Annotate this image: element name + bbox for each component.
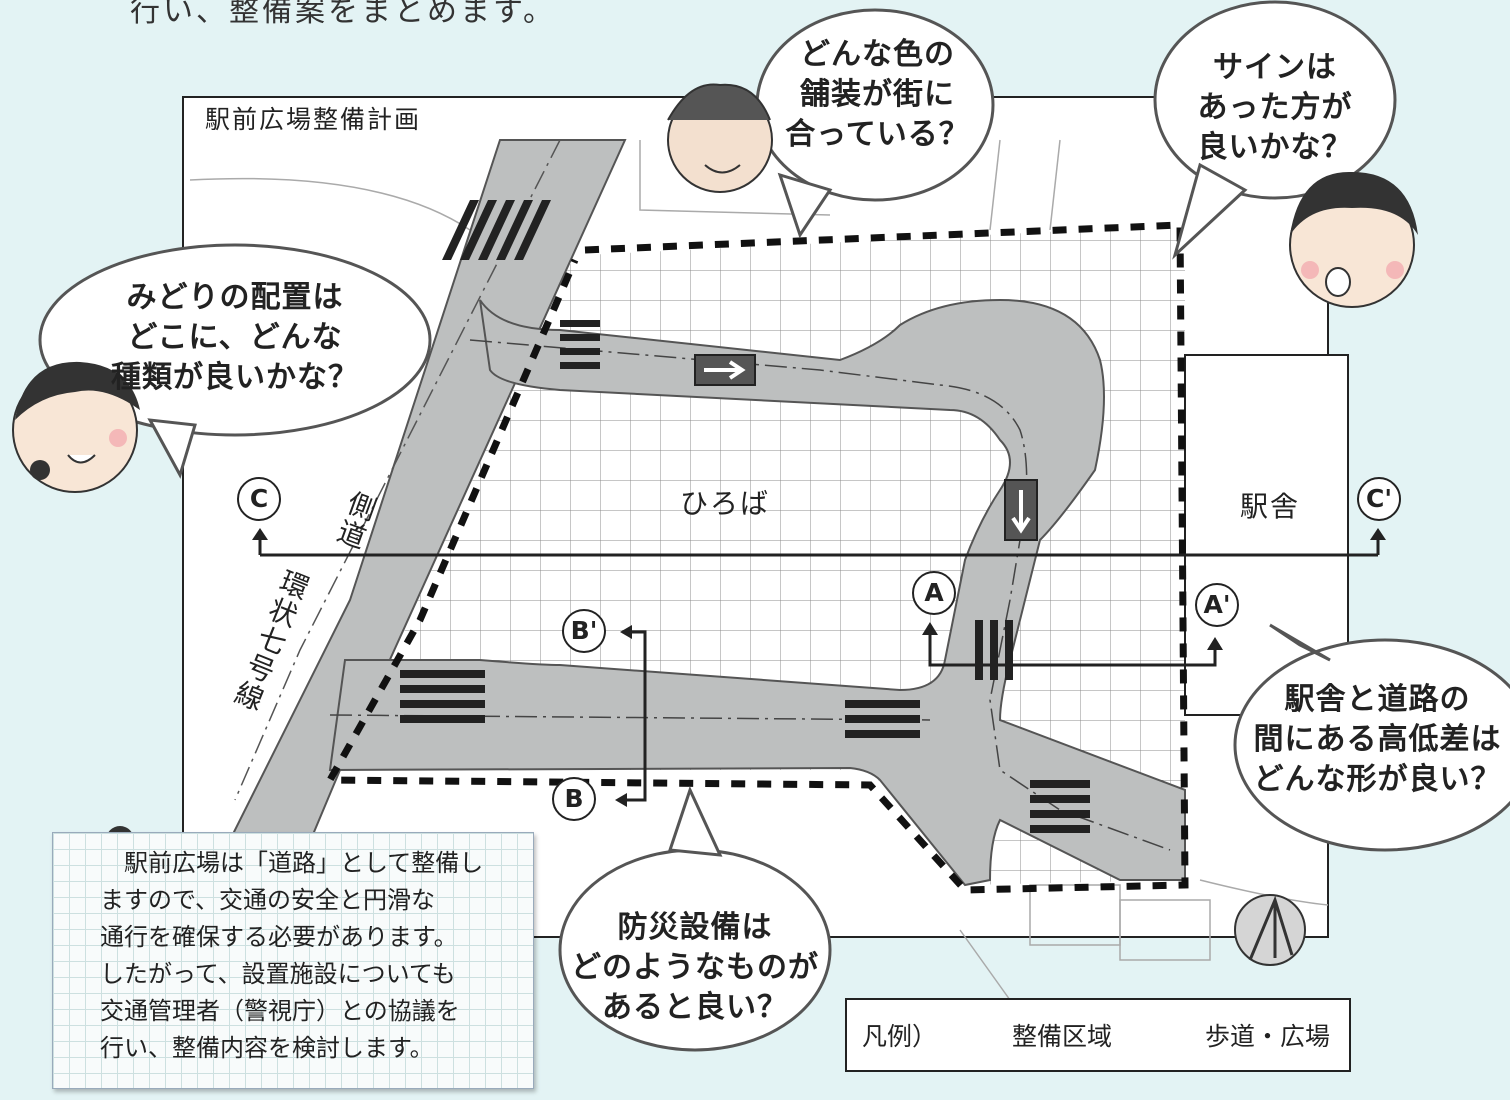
bubble-green-question: みどりの配置は どこに、どんな 種類が良いかな？ [65, 278, 405, 398]
note-line: したがって、設置施設についても [100, 960, 456, 988]
legend-area-label: 整備区域 [1012, 1022, 1113, 1051]
bubble-line: どこに、どんな [127, 320, 343, 355]
bubble-line: どんな色の [800, 37, 955, 72]
bubble-line: あった方が [1197, 90, 1353, 125]
bubble-color-question: どんな色の 舗装が街に 合っている？ [765, 35, 990, 155]
bubble-line: 防災設備は [617, 910, 773, 945]
note-line: 駅前広場は「道路」として整備し [100, 849, 484, 877]
legend-walkway-label: 歩道・広場 [1205, 1022, 1331, 1051]
arrow-down-icon [1004, 479, 1038, 541]
arrow-right-icon [694, 354, 756, 386]
bubble-line: 合っている？ [785, 117, 970, 152]
note-line: ますので、交通の安全と円滑な [100, 886, 436, 914]
legend-prefix: 凡例） [862, 1022, 938, 1051]
project-area-boundary [324, 221, 1189, 894]
note-card [52, 832, 534, 1089]
bubble-line: 間にある高低差は [1253, 722, 1502, 757]
crosswalks [400, 200, 1090, 833]
bubble-line: あると良い？ [602, 990, 788, 1025]
bubble-line: どんな形が良い？ [1253, 762, 1502, 797]
marker-b: B [552, 777, 596, 821]
intro-text: 行い、整備案をまとめます。 [130, 0, 556, 29]
section-line-b [625, 630, 647, 802]
map-title: 駅前広場整備計画 [205, 105, 422, 134]
legend [845, 998, 1351, 1072]
marker-b-prime: B' [562, 609, 606, 653]
note-line: 行い、整備内容を検討します。 [100, 1034, 434, 1062]
bubble-line: 良いかな？ [1197, 130, 1353, 165]
marker-c-prime: C' [1357, 477, 1401, 521]
marker-c: C [237, 477, 281, 521]
bubble-line: 駅舎と道路の [1284, 682, 1471, 717]
bubble-line: サインは [1213, 50, 1337, 85]
north-compass-icon [1234, 894, 1306, 966]
bubble-line: 舗装が街に [800, 77, 955, 112]
character-elder-avatar [667, 83, 773, 193]
bubble-disaster-question: 防災設備は どのようなものが あると良い？ [570, 908, 820, 1028]
character-girl-avatar [12, 361, 140, 493]
note-line: 通行を確保する必要があります。 [100, 923, 458, 951]
bubble-line: 種類が良いかな？ [111, 360, 359, 395]
speech-bubbles [38, 0, 1510, 1052]
note-line: 交通管理者（警視庁）との協議を [100, 997, 460, 1025]
marker-a-prime: A' [1195, 583, 1239, 627]
plaza-label: ひろば [680, 487, 771, 520]
bubble-line: どのようなものが [571, 950, 819, 985]
bubble-line: みどりの配置は [126, 280, 344, 315]
section-line-a [928, 630, 1217, 667]
note-text: 駅前広場は「道路」として整備し ますので、交通の安全と円滑な 通行を確保する必要… [100, 845, 520, 1067]
station-label: 駅舎 [1240, 490, 1301, 523]
character-boy-avatar [1289, 171, 1418, 308]
marker-a: A [912, 571, 956, 615]
bubble-sign-question: サインは あった方が 良いかな？ [1165, 48, 1385, 168]
bubble-elevation-question: 駅舎と道路の 間にある高低差は どんな形が良い？ [1245, 680, 1510, 800]
